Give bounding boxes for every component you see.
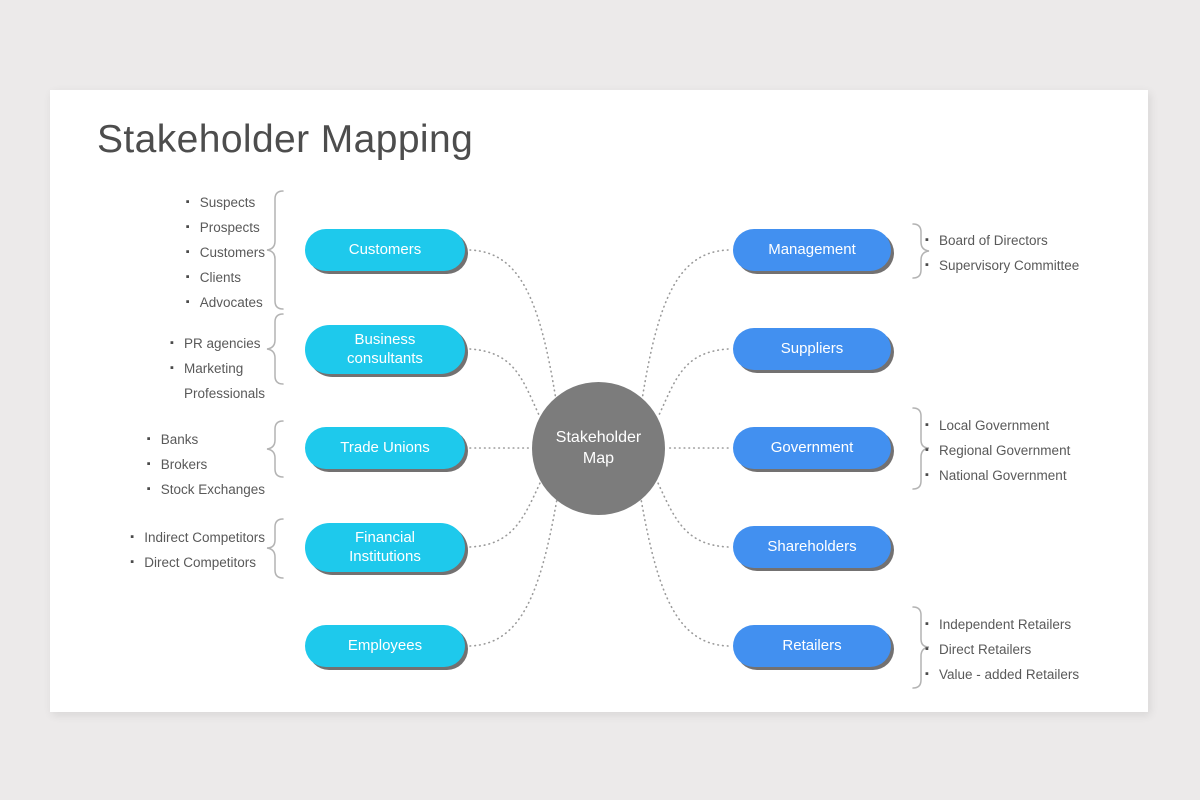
node-suppliers-label: Suppliers xyxy=(780,339,844,357)
list-item: ▪ Banks xyxy=(147,427,265,452)
bullet-icon: ▪ xyxy=(925,469,929,481)
node-customers-label: Customers xyxy=(348,240,422,258)
node-suppliers[interactable]: Suppliers xyxy=(733,328,891,370)
bullet-icon: ▪ xyxy=(130,556,135,568)
list-item: ▪ Advocates xyxy=(186,290,265,315)
node-management[interactable]: Management xyxy=(733,229,891,271)
bullet-icon: ▪ xyxy=(925,618,929,630)
list-item: ▪ Regional Government xyxy=(925,438,1070,463)
list-financial-institutions: ▪ Indirect Competitors ▪ Direct Competit… xyxy=(60,525,265,575)
list-item: ▪ Brokers xyxy=(147,452,265,477)
list-item: ▪ PR agencies xyxy=(170,331,265,356)
list-item: ▪ Clients xyxy=(186,265,265,290)
list-item-label: Supervisory Committee xyxy=(939,258,1080,273)
list-item: ▪ Value - added Retailers xyxy=(925,662,1079,687)
node-shareholders[interactable]: Shareholders xyxy=(733,526,891,568)
list-item-label: Banks xyxy=(160,432,199,447)
node-employees[interactable]: Employees xyxy=(305,625,465,667)
list-item-label: Prospects xyxy=(199,220,260,235)
list-item: ▪ Direct Retailers xyxy=(925,637,1079,662)
node-management-label: Management xyxy=(768,240,856,258)
bullet-icon: ▪ xyxy=(925,419,929,431)
list-item-label: Regional Government xyxy=(939,443,1071,458)
bullet-icon: ▪ xyxy=(925,643,929,655)
bullet-icon: ▪ xyxy=(185,246,190,258)
list-item-label: Suspects xyxy=(199,195,256,210)
bullet-icon: ▪ xyxy=(185,271,190,283)
bullet-icon: ▪ xyxy=(925,234,929,246)
list-item: ▪ Stock Exchanges xyxy=(147,477,265,502)
list-item-label: Professionals xyxy=(183,386,265,401)
list-item-label: Customers xyxy=(199,245,265,260)
list-item-label: Clients xyxy=(199,270,241,285)
hub-label-line-2: Map xyxy=(582,449,615,467)
page-title: Stakeholder Mapping xyxy=(97,118,474,161)
node-financial-institutions[interactable]: Financial Institutions xyxy=(305,523,465,572)
bullet-icon: ▪ xyxy=(146,458,151,470)
node-retailers[interactable]: Retailers xyxy=(733,625,891,667)
bullet-icon: ▪ xyxy=(169,337,174,349)
list-government: ▪ Local Government ▪ Regional Government… xyxy=(925,413,1070,488)
list-item-label: Direct Retailers xyxy=(939,642,1032,657)
list-item: ▪ Direct Competitors xyxy=(130,550,265,575)
node-business-consultants[interactable]: Business consultants xyxy=(305,325,465,374)
bullet-icon: ▪ xyxy=(130,531,135,543)
list-business-consultants: ▪ PR agencies ▪ Marketing ▪ Professional… xyxy=(60,331,265,406)
bullet-icon: ▪ xyxy=(169,362,174,374)
node-business-consultants-label-line-2: consultants xyxy=(347,349,423,367)
list-item: ▪ Supervisory Committee xyxy=(925,253,1079,278)
node-customers[interactable]: Customers xyxy=(305,229,465,271)
list-item: ▪ Customers xyxy=(186,240,265,265)
node-business-consultants-label-line-1: Business xyxy=(354,330,416,348)
list-item-label: National Government xyxy=(939,468,1067,483)
bullet-icon: ▪ xyxy=(146,433,151,445)
node-employees-label: Employees xyxy=(347,636,423,654)
list-item-label: Stock Exchanges xyxy=(160,482,265,497)
node-financial-institutions-label-line-2: Institutions xyxy=(349,547,421,565)
list-item: ▪ Board of Directors xyxy=(925,228,1079,253)
list-item: ▪ Prospects xyxy=(186,215,265,240)
list-item-label: Direct Competitors xyxy=(144,555,256,570)
node-financial-institutions-label-line-1: Financial xyxy=(354,528,416,546)
list-item-label: Independent Retailers xyxy=(939,617,1072,632)
node-retailers-label: Retailers xyxy=(782,636,842,654)
node-government[interactable]: Government xyxy=(733,427,891,469)
bullet-icon: ▪ xyxy=(185,296,190,308)
node-trade-unions-label: Trade Unions xyxy=(340,438,430,456)
list-item-label: Value - added Retailers xyxy=(939,667,1080,682)
list-item-label: Brokers xyxy=(160,457,208,472)
bullet-icon: ▪ xyxy=(185,221,190,233)
list-item: ▪ Local Government xyxy=(925,413,1070,438)
stakeholder-map-hub[interactable]: Stakeholder Map xyxy=(532,382,665,515)
list-item: ▪ Professionals xyxy=(170,381,265,406)
list-item-label: Marketing xyxy=(183,361,244,376)
bullet-icon: ▪ xyxy=(146,483,151,495)
list-management: ▪ Board of Directors ▪ Supervisory Commi… xyxy=(925,228,1079,278)
list-customers: ▪ Suspects ▪ Prospects ▪ Customers ▪ Cli… xyxy=(60,190,265,315)
list-retailers: ▪ Independent Retailers ▪ Direct Retaile… xyxy=(925,612,1079,687)
hub-label-line-1: Stakeholder xyxy=(555,428,642,446)
node-trade-unions[interactable]: Trade Unions xyxy=(305,427,465,469)
node-shareholders-label: Shareholders xyxy=(767,537,857,555)
list-item-label: Local Government xyxy=(939,418,1050,433)
bullet-icon: ▪ xyxy=(925,444,929,456)
bullet-icon: ▪ xyxy=(925,668,929,680)
list-item: ▪ Suspects xyxy=(186,190,265,215)
node-government-label: Government xyxy=(770,438,854,456)
list-item-label: Advocates xyxy=(199,295,263,310)
list-item-label: Indirect Competitors xyxy=(144,530,265,545)
list-item: ▪ Indirect Competitors xyxy=(130,525,265,550)
bullet-icon: ▪ xyxy=(185,196,190,208)
list-trade-unions: ▪ Banks ▪ Brokers ▪ Stock Exchanges xyxy=(60,427,265,502)
list-item-label: PR agencies xyxy=(183,336,261,351)
bullet-icon: ▪ xyxy=(925,259,929,271)
list-item: ▪ Independent Retailers xyxy=(925,612,1079,637)
list-item: ▪ National Government xyxy=(925,463,1070,488)
list-item-label: Board of Directors xyxy=(939,233,1048,248)
list-item: ▪ Marketing xyxy=(170,356,265,381)
